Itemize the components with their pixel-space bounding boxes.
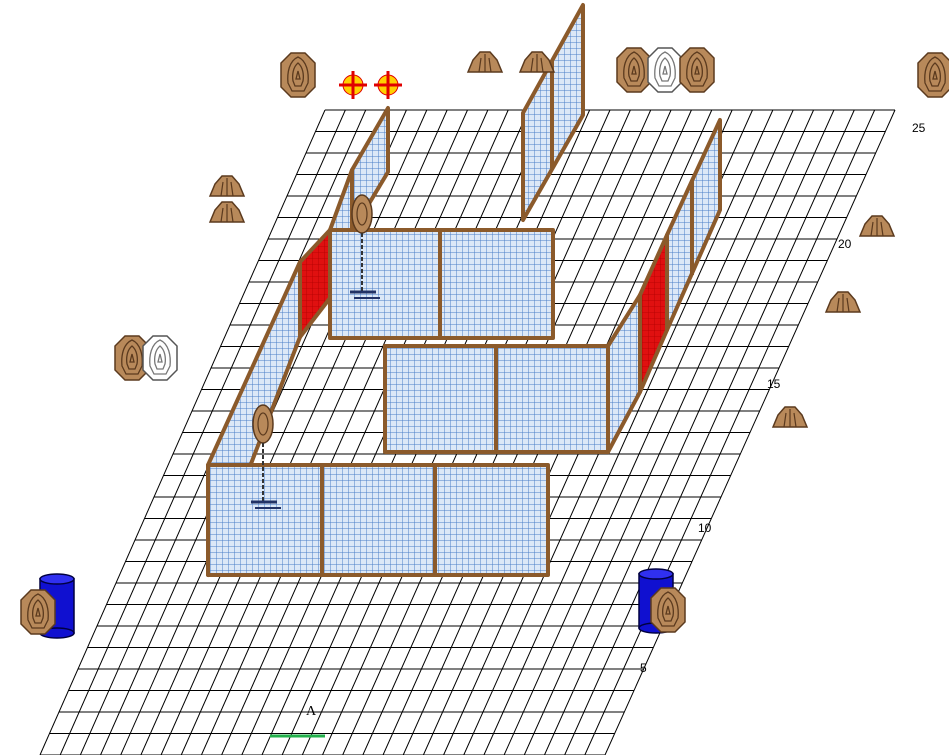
target-zone (129, 353, 135, 363)
popper-right-1 (858, 215, 896, 237)
popper-top-2 (518, 51, 556, 73)
grid-column-line (221, 109, 509, 755)
grid-column-line (564, 109, 855, 755)
grid-column-line (200, 109, 489, 755)
target-zone (623, 51, 645, 87)
grid-column-line (604, 109, 896, 755)
target-zone (35, 607, 41, 617)
grid-column-line (39, 109, 326, 755)
popper-detail (836, 294, 850, 313)
target-zone (665, 605, 671, 615)
penalty-top-left (339, 71, 367, 99)
fence-front-wall (208, 465, 548, 575)
target-barrel-left (20, 589, 56, 635)
target-zone (662, 597, 674, 622)
target-zone (932, 70, 938, 80)
distance-marker-20: 20 (838, 237, 852, 251)
popper-left-lower (208, 201, 246, 223)
target-zone (686, 51, 708, 87)
target-zone (662, 65, 668, 75)
target-zone (287, 56, 309, 92)
swinger-lower (251, 404, 281, 509)
target-top-right (917, 52, 949, 98)
target-zone (292, 62, 304, 87)
fence-top-center-frame (521, 3, 585, 222)
no-shoot-left-mid (142, 335, 178, 381)
target-zone (149, 339, 171, 375)
grid-column-line (523, 109, 815, 755)
grid-column-line (160, 109, 448, 755)
target-zone (694, 65, 700, 75)
target-zone (924, 56, 946, 92)
target-top-cluster-left (616, 47, 652, 93)
target-left-mid (114, 335, 150, 381)
target-zone (654, 51, 676, 87)
target-zone (929, 62, 941, 87)
target-zone (154, 345, 166, 370)
popper-detail (220, 178, 234, 197)
start-label: A (306, 704, 317, 719)
grid-column-line (140, 109, 428, 755)
popper-detail (478, 54, 492, 73)
swinger-upper (350, 194, 380, 299)
grid-column-line (180, 109, 468, 755)
start-position: A (270, 704, 325, 738)
target-zone (659, 57, 671, 82)
swinger-target-icon (351, 194, 373, 234)
stage-props (20, 47, 949, 639)
popper-detail (870, 218, 884, 237)
target-zone (631, 65, 637, 75)
distance-marker-10: 10 (698, 521, 712, 535)
target-barrel-right (650, 587, 686, 633)
fence-back-wall-frame (328, 228, 555, 340)
target-zone (32, 599, 44, 624)
swinger-target-icon (252, 404, 274, 444)
fence-walls (206, 3, 722, 577)
fence-right-hardcover (640, 235, 667, 392)
popper-detail (220, 204, 234, 223)
target-zone (257, 412, 269, 436)
target-zone (121, 339, 143, 375)
grid-column-line (483, 109, 774, 755)
popper-left-upper (208, 175, 246, 197)
popper-right-3 (771, 406, 809, 428)
target-zone (628, 57, 640, 82)
distance-marker-25: 25 (912, 121, 926, 135)
target-top-left (280, 52, 316, 98)
target-zone (27, 593, 49, 629)
distance-markers: 5 10 15 20 25 (640, 121, 926, 675)
popper-right-2 (824, 291, 862, 313)
grid-column-line (59, 109, 346, 755)
target-zone (157, 353, 163, 363)
barrel-top (39, 573, 75, 585)
target-zone (295, 70, 301, 80)
target-zone (126, 345, 138, 370)
fence-right-back-frame (665, 118, 722, 332)
no-shoot-top-cluster (647, 47, 683, 93)
popper-detail (783, 409, 797, 428)
grid-column-line (584, 109, 876, 755)
target-zone (657, 591, 679, 627)
barrel-top (638, 568, 674, 580)
penalty-top-right (374, 71, 402, 99)
grid-column-line (544, 109, 835, 755)
popper-detail (530, 54, 544, 73)
target-zone (356, 202, 368, 226)
distance-marker-5: 5 (640, 661, 647, 675)
target-zone (691, 57, 703, 82)
grid-column-line (503, 109, 794, 755)
target-top-cluster-right (679, 47, 715, 93)
distance-marker-15: 15 (767, 377, 781, 391)
popper-top-1 (466, 51, 504, 73)
